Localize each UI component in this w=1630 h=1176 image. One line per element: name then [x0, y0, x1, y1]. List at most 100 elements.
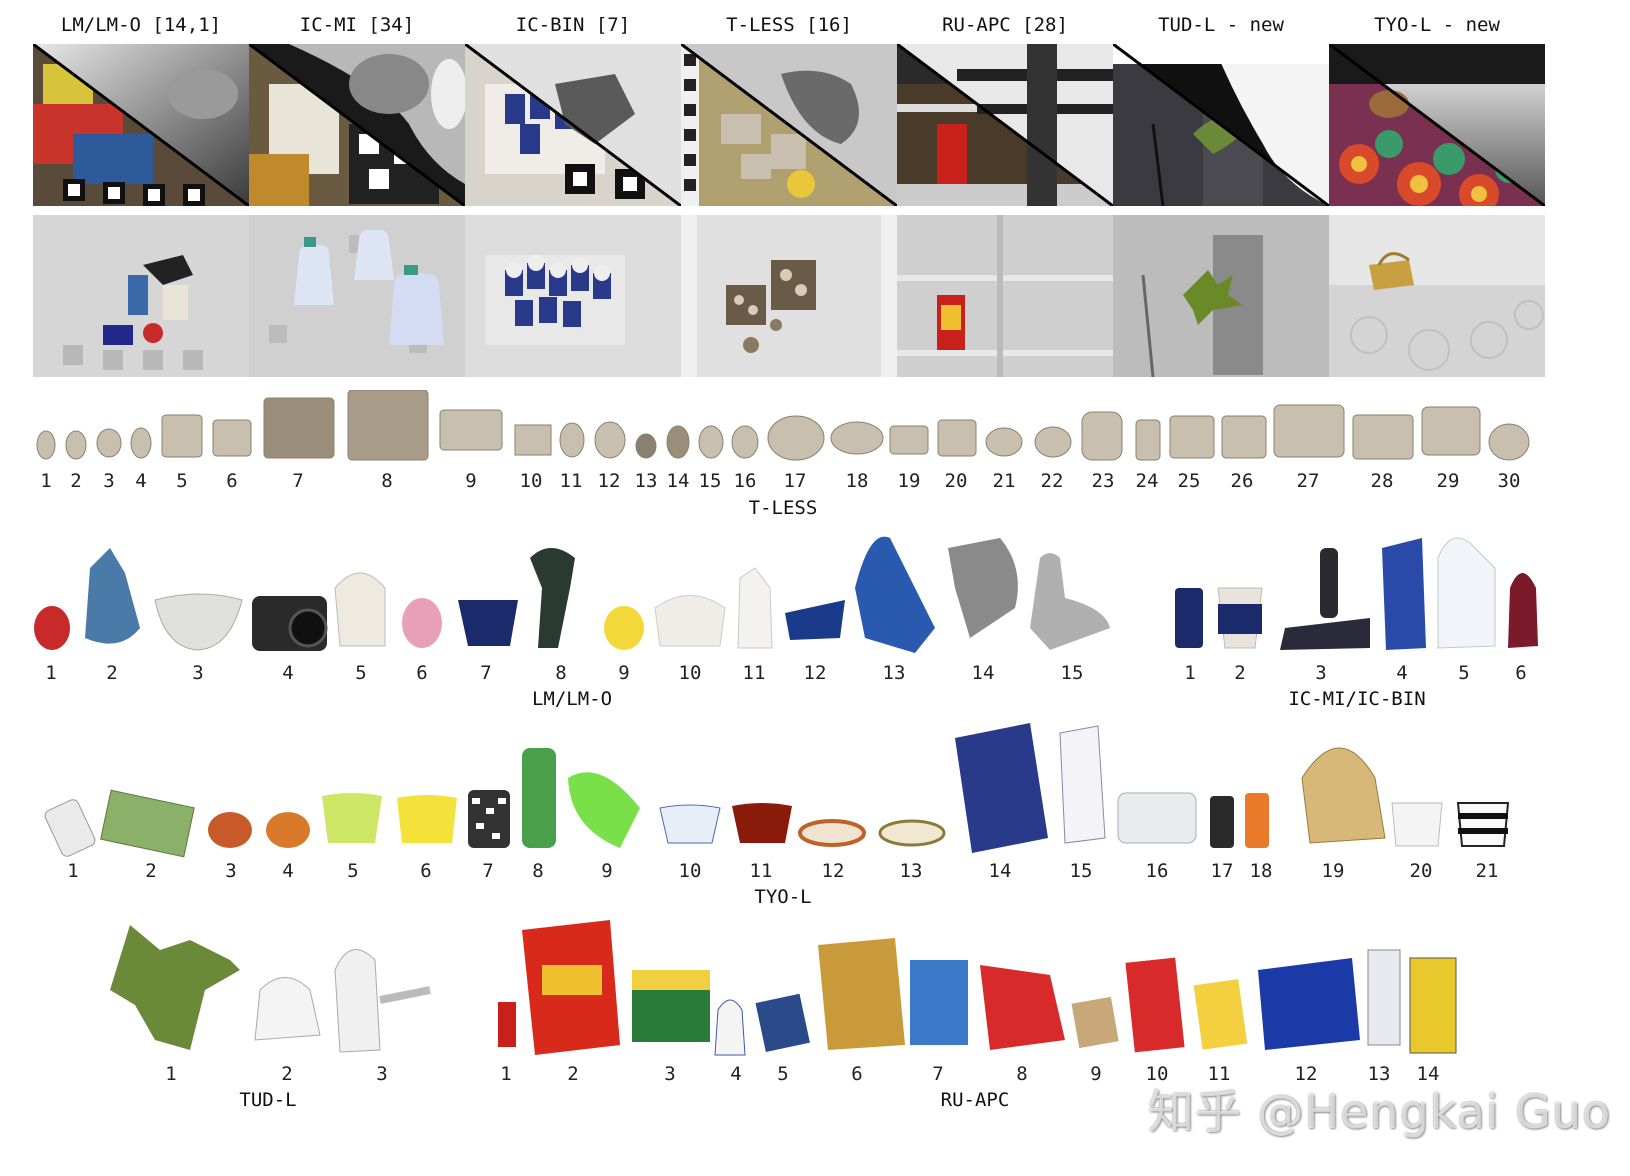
lm-object-number: 4	[282, 662, 294, 684]
tyo-object-number: 17	[1210, 860, 1234, 882]
tless-object-number: 24	[1135, 470, 1159, 492]
tless-object-number: 1	[40, 470, 52, 492]
tless-object-number: 3	[103, 470, 115, 492]
tyo-object-number: 3	[225, 860, 237, 882]
tless-object-number: 16	[733, 470, 757, 492]
tless-object-number: 28	[1370, 470, 1394, 492]
tless-object-number: 13	[634, 470, 658, 492]
tyo-object-number: 20	[1409, 860, 1433, 882]
lm-object-number: 10	[678, 662, 702, 684]
lm-caption: LM/LM-O	[531, 688, 613, 710]
tless-object-number: 5	[176, 470, 188, 492]
lm-object-number: 14	[971, 662, 995, 684]
tud-object-number: 2	[281, 1063, 293, 1085]
rgbd-image-lm	[33, 44, 249, 206]
tyo-object-number: 9	[601, 860, 613, 882]
lm-object-number: 13	[882, 662, 906, 684]
dataset-title-lm: LM/LM-O [14,1]	[60, 14, 222, 36]
tless-object-number: 12	[597, 470, 621, 492]
lm-ic-objects	[30, 528, 1540, 656]
tyo-objects	[40, 718, 1540, 858]
tyo-object-number: 13	[899, 860, 923, 882]
lm-object-number: 5	[355, 662, 367, 684]
tyo-object-number: 8	[532, 860, 544, 882]
ruapc-object-number: 8	[1016, 1063, 1028, 1085]
tud-caption: TUD-L	[239, 1089, 297, 1111]
tyo-object-number: 21	[1475, 860, 1499, 882]
tless-object-number: 10	[519, 470, 543, 492]
tyo-object-number: 7	[482, 860, 494, 882]
tless-object-number: 22	[1040, 470, 1064, 492]
tud-object-number: 3	[376, 1063, 388, 1085]
tyo-object-number: 14	[988, 860, 1012, 882]
dataset-title-tudl: TUD-L - new	[1158, 14, 1284, 36]
ic-object-number: 1	[1184, 662, 1196, 684]
tyo-object-number: 15	[1069, 860, 1093, 882]
tless-object-number: 8	[381, 470, 393, 492]
lm-object-number: 2	[106, 662, 118, 684]
tless-object-number: 20	[944, 470, 968, 492]
ruapc-caption: RU-APC	[940, 1089, 1010, 1111]
lm-object-number: 11	[742, 662, 766, 684]
tless-object-number: 30	[1497, 470, 1521, 492]
tless-object-number: 19	[897, 470, 921, 492]
tud-ruapc-objects	[90, 910, 1510, 1060]
ic-caption: IC-MI/IC-BIN	[1288, 688, 1426, 710]
rgbd-image-icmi	[249, 44, 465, 206]
render-image-tless	[681, 215, 897, 377]
rgbd-image-ruapc	[897, 44, 1113, 206]
lm-object-number: 15	[1060, 662, 1084, 684]
tyo-object-number: 5	[347, 860, 359, 882]
ic-object-number: 3	[1315, 662, 1327, 684]
tyo-object-number: 4	[282, 860, 294, 882]
ruapc-object-number: 12	[1294, 1063, 1318, 1085]
tless-object-number: 29	[1436, 470, 1460, 492]
rgbd-image-tless	[681, 44, 897, 206]
ic-object-number: 2	[1234, 662, 1246, 684]
lm-object-number: 7	[480, 662, 492, 684]
tless-object-number: 9	[465, 470, 477, 492]
ruapc-object-number: 4	[730, 1063, 742, 1085]
tyo-object-number: 12	[821, 860, 845, 882]
ruapc-object-number: 10	[1145, 1063, 1169, 1085]
tyo-caption: TYO-L	[754, 886, 812, 908]
rgbd-image-tyol	[1329, 44, 1545, 206]
dataset-title-ruapc: RU-APC [28]	[942, 14, 1068, 36]
lm-object-number: 8	[555, 662, 567, 684]
dataset-title-tless: T-LESS [16]	[726, 14, 852, 36]
render-image-ruapc	[897, 215, 1113, 377]
ruapc-object-number: 13	[1367, 1063, 1391, 1085]
render-image-tudl	[1113, 215, 1329, 377]
ruapc-object-number: 5	[777, 1063, 789, 1085]
tyo-object-number: 19	[1321, 860, 1345, 882]
tless-object-number: 27	[1296, 470, 1320, 492]
ruapc-object-number: 6	[851, 1063, 863, 1085]
tyo-object-number: 2	[145, 860, 157, 882]
lm-object-number: 3	[192, 662, 204, 684]
tyo-object-number: 1	[67, 860, 79, 882]
rgbd-image-icbin	[465, 44, 681, 206]
ruapc-object-number: 3	[664, 1063, 676, 1085]
render-image-tyol	[1329, 215, 1545, 377]
lm-object-number: 6	[416, 662, 428, 684]
tless-objects	[30, 389, 1540, 468]
ruapc-object-number: 2	[567, 1063, 579, 1085]
tyo-object-number: 6	[420, 860, 432, 882]
ic-object-number: 6	[1515, 662, 1527, 684]
tless-object-number: 18	[845, 470, 869, 492]
lm-object-number: 12	[803, 662, 827, 684]
tless-object-number: 21	[992, 470, 1016, 492]
tless-object-number: 4	[135, 470, 147, 492]
tless-object-number: 2	[70, 470, 82, 492]
dataset-title-icmi: IC-MI [34]	[299, 14, 415, 36]
tless-object-number: 15	[698, 470, 722, 492]
lm-object-number: 1	[45, 662, 57, 684]
tless-object-number: 26	[1230, 470, 1254, 492]
tud-object-number: 1	[165, 1063, 177, 1085]
dataset-title-tyol: TYO-L - new	[1374, 14, 1500, 36]
render-image-icbin	[465, 215, 681, 377]
ruapc-object-number: 11	[1207, 1063, 1231, 1085]
ruapc-object-number: 7	[932, 1063, 944, 1085]
tless-object-number: 17	[783, 470, 807, 492]
render-image-lm	[33, 215, 249, 377]
